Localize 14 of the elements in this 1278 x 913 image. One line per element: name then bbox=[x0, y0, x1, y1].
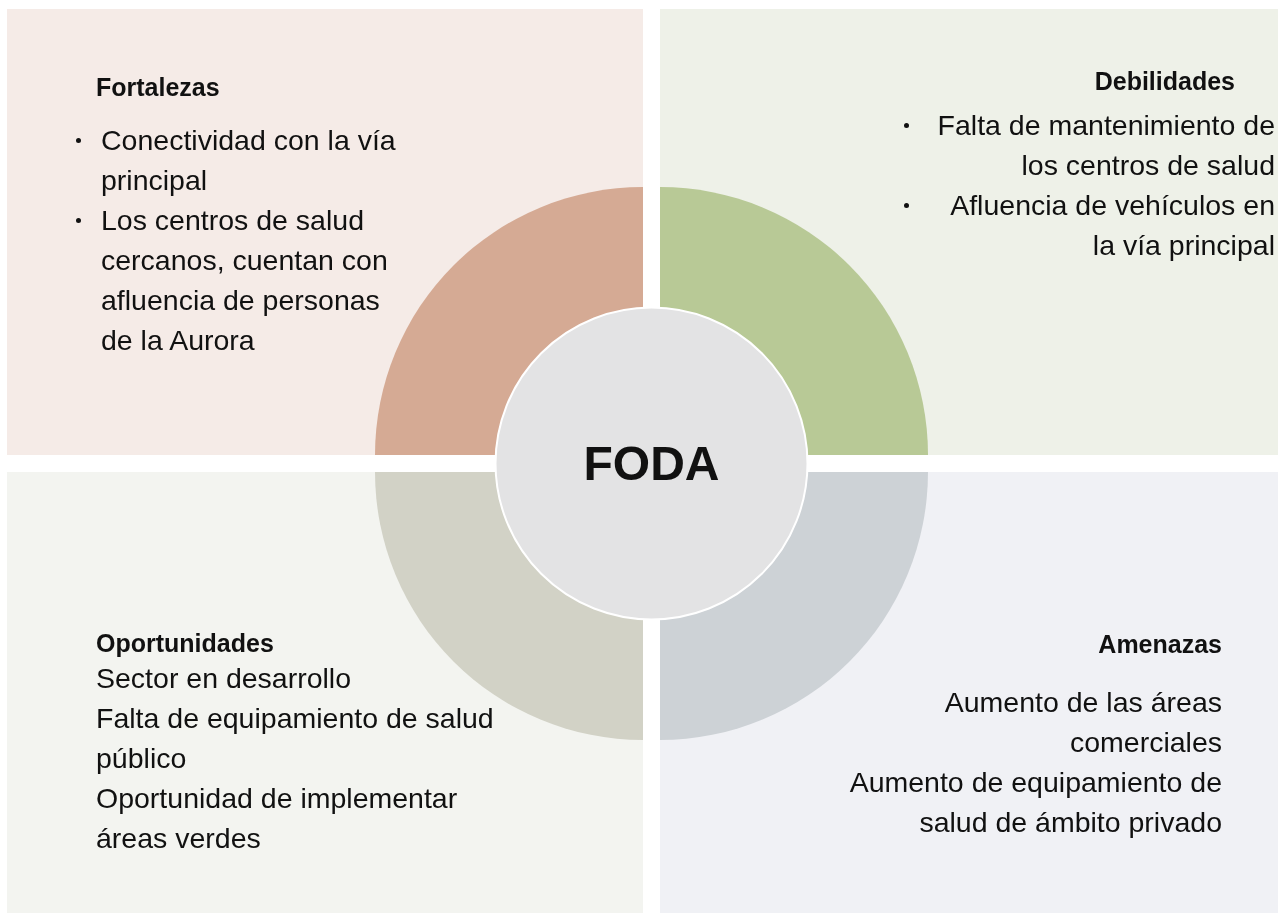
list-text: Aumento de equipamiento de salud de ámbito privado bbox=[848, 765, 1222, 840]
panel-heading: Fortalezas bbox=[96, 73, 220, 101]
panel-heading: Amenazas bbox=[1098, 630, 1222, 658]
center-title: FODA bbox=[583, 436, 720, 491]
bullet-text: Conectividad con la vía principal bbox=[101, 123, 397, 198]
list-text: Aumento de las áreas comerciales bbox=[943, 685, 1222, 760]
list-text: Sector en desarrollo bbox=[96, 661, 353, 696]
bullet-text: Los centros de salud cercanos, cuentan con afluencia de personas de la Aurora bbox=[101, 203, 389, 358]
panel-heading: Oportunidades bbox=[96, 629, 274, 657]
panel-heading: Debilidades bbox=[1094, 67, 1235, 95]
bullet-text: Falta de mantenimiento de los centros de salud bbox=[936, 108, 1275, 183]
list-text: Falta de equipamiento de salud público bbox=[96, 701, 495, 776]
list-text: Oportunidad de implementar áreas verdes bbox=[96, 781, 459, 856]
bullet-text: Afluencia de vehículos en la vía principal bbox=[949, 188, 1275, 263]
